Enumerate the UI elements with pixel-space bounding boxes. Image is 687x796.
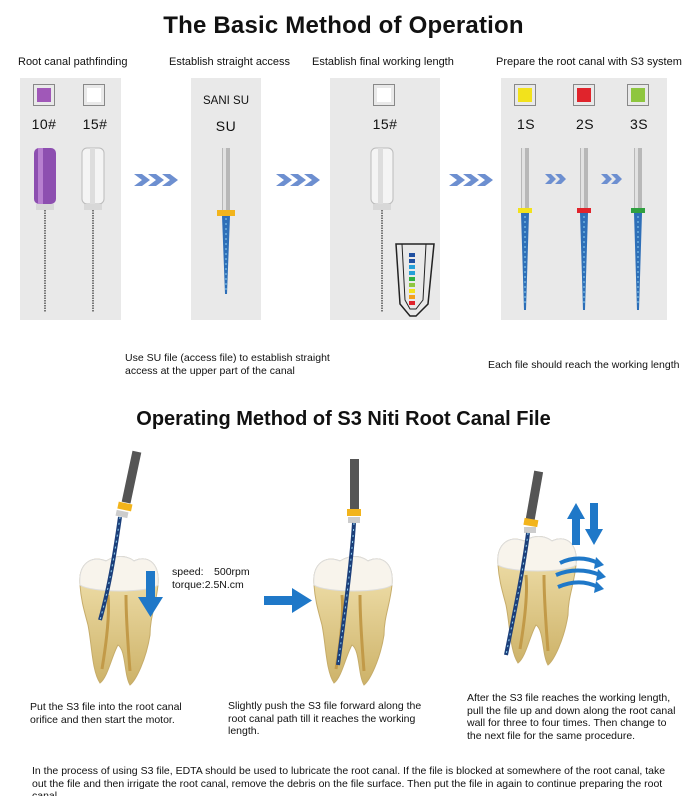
step-label-straight-access: Establish straight access: [169, 56, 291, 68]
swatch-15-wl-fill: [377, 88, 391, 102]
su-file-illustration: [217, 148, 235, 294]
brand-label: SANI SU: [202, 95, 249, 107]
motor-params: speed: 500rpm torque:2.5N.cm: [172, 566, 250, 592]
panel-straight-access: SANI SU SU: [191, 78, 261, 320]
swatch-2s: [573, 84, 595, 106]
code-su: SU: [215, 118, 237, 134]
triple-chevron-icon: [134, 172, 184, 188]
swatch-1s-fill: [518, 88, 532, 102]
panel-working-length: 15#: [330, 78, 440, 320]
operating-illustrations: [79, 450, 606, 686]
file-step2: [336, 459, 361, 666]
swatch-1s: [514, 84, 536, 106]
footer-note: In the process of using S3 file, EDTA sh…: [32, 765, 666, 796]
file-handle-purple: [34, 148, 56, 204]
step-label-working-length: Establish final working length: [312, 56, 454, 68]
file-step1: [98, 450, 142, 621]
s3-files-illustration: [518, 148, 645, 310]
code-1s: 1S: [516, 116, 536, 132]
step-label-pathfinding: Root canal pathfinding: [18, 56, 128, 68]
caption-step2: Slightly push the S3 file forward along …: [228, 700, 422, 737]
swatch-15-fill: [87, 88, 101, 102]
caption-step1: Put the S3 file into the root canal orif…: [30, 701, 182, 726]
swatch-3s-fill: [631, 88, 645, 102]
code-3s: 3S: [629, 116, 649, 132]
right-arrow-icon: [264, 588, 312, 613]
tooth-step3: [497, 536, 577, 666]
swatch-2s-fill: [577, 88, 591, 102]
section-title: Operating Method of S3 Niti Root Canal F…: [136, 408, 551, 430]
swatch-3s: [627, 84, 649, 106]
code-2s: 2S: [575, 116, 595, 132]
swatch-10-fill: [37, 88, 51, 102]
code-10: 10#: [31, 116, 57, 132]
triple-chevron-icon: [276, 172, 326, 188]
down-arrow-icon: [138, 571, 163, 617]
swatch-10: [33, 84, 55, 106]
working-length-illustration: [370, 147, 435, 317]
speed-label: speed: 500rpm: [172, 566, 250, 578]
s3-note: Each file should reach the working lengt…: [488, 359, 680, 371]
panel-s3-system: 1S 2S 3S: [501, 78, 667, 320]
file-step3: [504, 470, 544, 656]
step-label-s3-system: Prepare the root canal with S3 system: [496, 56, 682, 68]
su-note: Use SU file (access file) to establish s…: [125, 352, 330, 377]
code-15-wl: 15#: [372, 116, 398, 132]
triple-chevron-icon: [449, 172, 499, 188]
hand-files-illustration: [34, 147, 105, 312]
swatch-15: [83, 84, 105, 106]
up-down-arrows-icon: [567, 503, 603, 545]
caption-step3: After the S3 file reaches the working le…: [467, 692, 676, 742]
tooth-step1: [79, 556, 159, 686]
torque-label: torque:2.5N.cm: [172, 579, 244, 591]
rotation-swirl-icon: [555, 556, 606, 593]
page-title: The Basic Method of Operation: [163, 12, 524, 39]
swatch-15-wl: [373, 84, 395, 106]
panel-pathfinding: 10# 15#: [20, 78, 121, 320]
code-15: 15#: [82, 116, 108, 132]
tooth-step2: [313, 556, 393, 686]
